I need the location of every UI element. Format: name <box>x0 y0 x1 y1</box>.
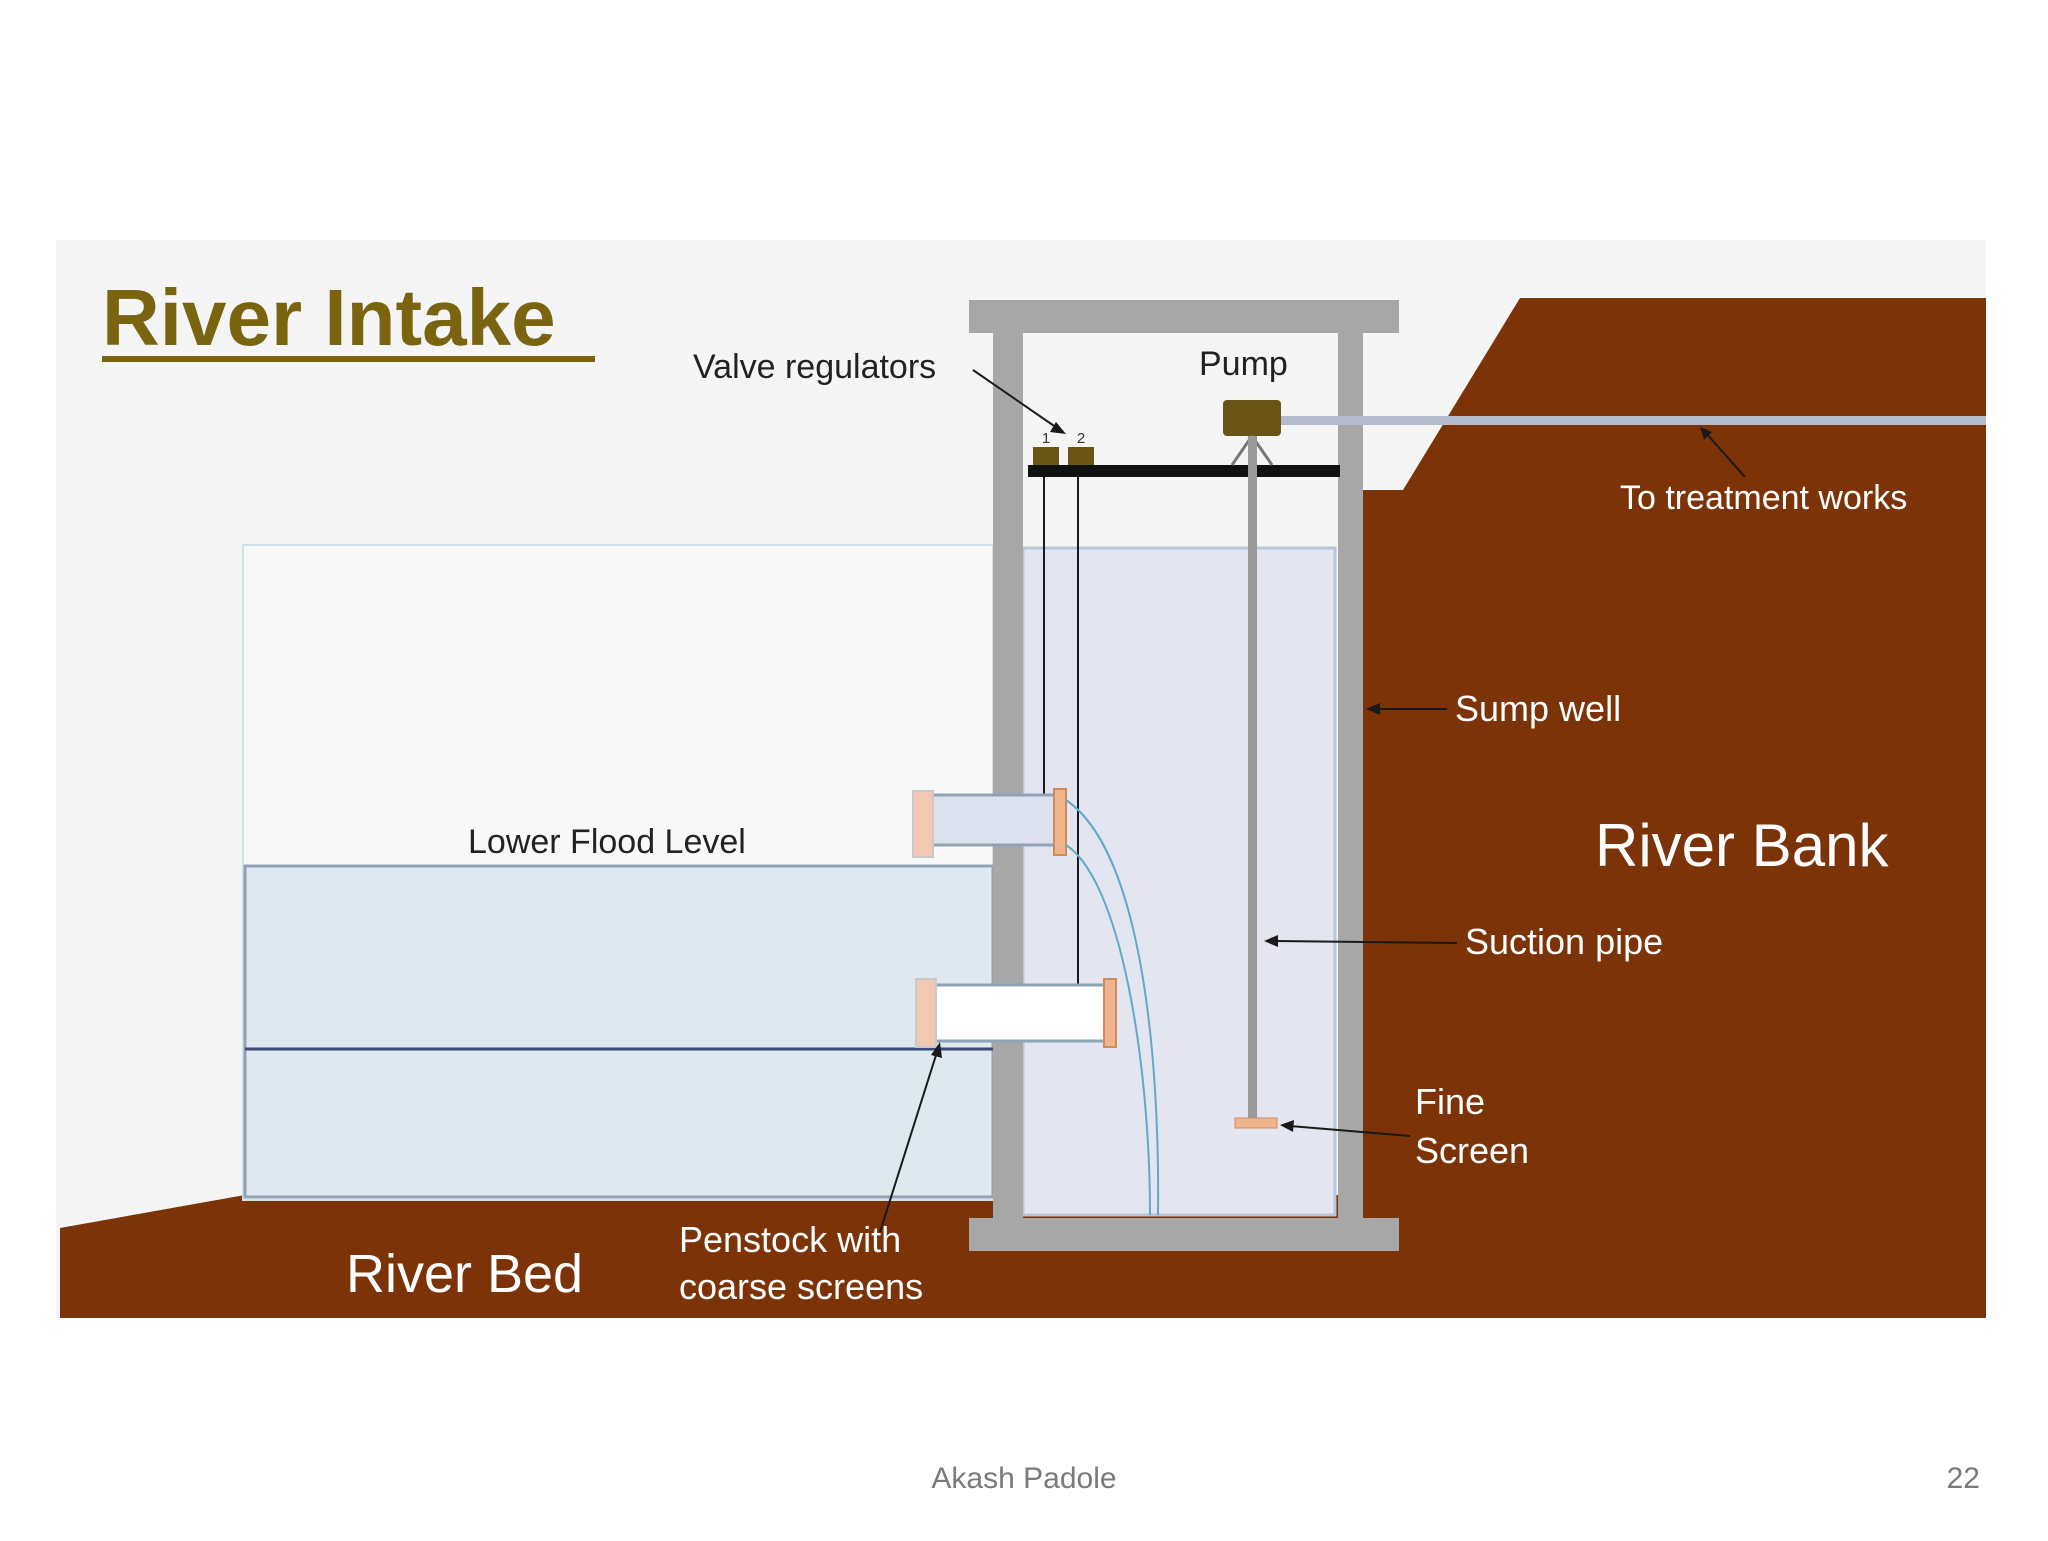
river-bed-label: River Bed <box>346 1244 583 1304</box>
water-flow-curve-2 <box>1065 844 1151 1216</box>
well-base-slab <box>969 1218 1399 1251</box>
fine-screen-leader <box>1289 1125 1411 1137</box>
sump-well-arrowhead <box>1366 703 1380 715</box>
river-bank-label: River Bank <box>1595 812 1889 879</box>
upper-penstock-pipe <box>926 793 1062 847</box>
upper-penstock-gate <box>1053 788 1067 856</box>
well-roof-slab <box>969 300 1399 333</box>
to-treatment-works-label: To treatment works <box>1620 479 1907 517</box>
lower-penstock-pipe <box>930 983 1112 1043</box>
diagram-title: River Intake <box>102 273 556 362</box>
footer-page-number: 22 <box>1946 1462 1980 1495</box>
pump-body <box>1223 400 1281 436</box>
lower-penstock-coarse-screen <box>915 978 937 1048</box>
valve-regulators-leader <box>972 369 1061 431</box>
fine-screen-label-line1: Fine <box>1415 1081 1485 1122</box>
sump-well-label: Sump well <box>1455 688 1621 729</box>
valve-regulator-1 <box>1033 447 1059 465</box>
river-water-lower <box>243 1047 995 1199</box>
fine-screen-arrowhead <box>1280 1120 1294 1132</box>
fine-screen-label-line2: Screen <box>1415 1130 1529 1171</box>
suction-pipe-leader <box>1274 940 1458 944</box>
valve-2-label: 2 <box>1077 430 1085 447</box>
well-right-wall <box>1338 333 1363 1218</box>
valve-regulator-2 <box>1068 447 1094 465</box>
suction-pipe-label: Suction pipe <box>1465 921 1663 962</box>
sump-well-water <box>1021 546 1337 1217</box>
treatment-works-leader <box>1704 431 1746 478</box>
title-underline <box>102 356 595 362</box>
upper-penstock-coarse-screen <box>912 790 934 858</box>
lower-flood-level-label: Lower Flood Level <box>468 823 746 861</box>
river-water-upper <box>243 864 995 1051</box>
well-left-wall <box>993 333 1023 1218</box>
fine-screen <box>1234 1117 1278 1129</box>
suction-pipe <box>1248 436 1257 1118</box>
valve-regulators-label: Valve regulators <box>693 348 936 386</box>
penstock-label-line2: coarse screens <box>679 1266 923 1307</box>
valve-1-label: 1 <box>1042 430 1050 447</box>
suction-pipe-arrowhead <box>1264 935 1278 947</box>
delivery-pipe <box>1276 416 1986 425</box>
water-flow-curve-1 <box>1065 799 1160 1216</box>
lower-penstock-gate <box>1103 978 1117 1048</box>
treatment-works-arrowhead <box>1700 427 1712 440</box>
platform-beam <box>1028 465 1340 477</box>
footer-author: Akash Padole <box>931 1462 1117 1495</box>
penstock-leader <box>879 1051 938 1233</box>
penstock-label-line1: Penstock with <box>679 1219 901 1260</box>
river-bank-earth <box>1363 298 1986 1318</box>
pump-label: Pump <box>1199 345 1288 383</box>
valve-regulators-arrowhead <box>1050 422 1066 434</box>
penstock-arrowhead <box>931 1042 942 1058</box>
